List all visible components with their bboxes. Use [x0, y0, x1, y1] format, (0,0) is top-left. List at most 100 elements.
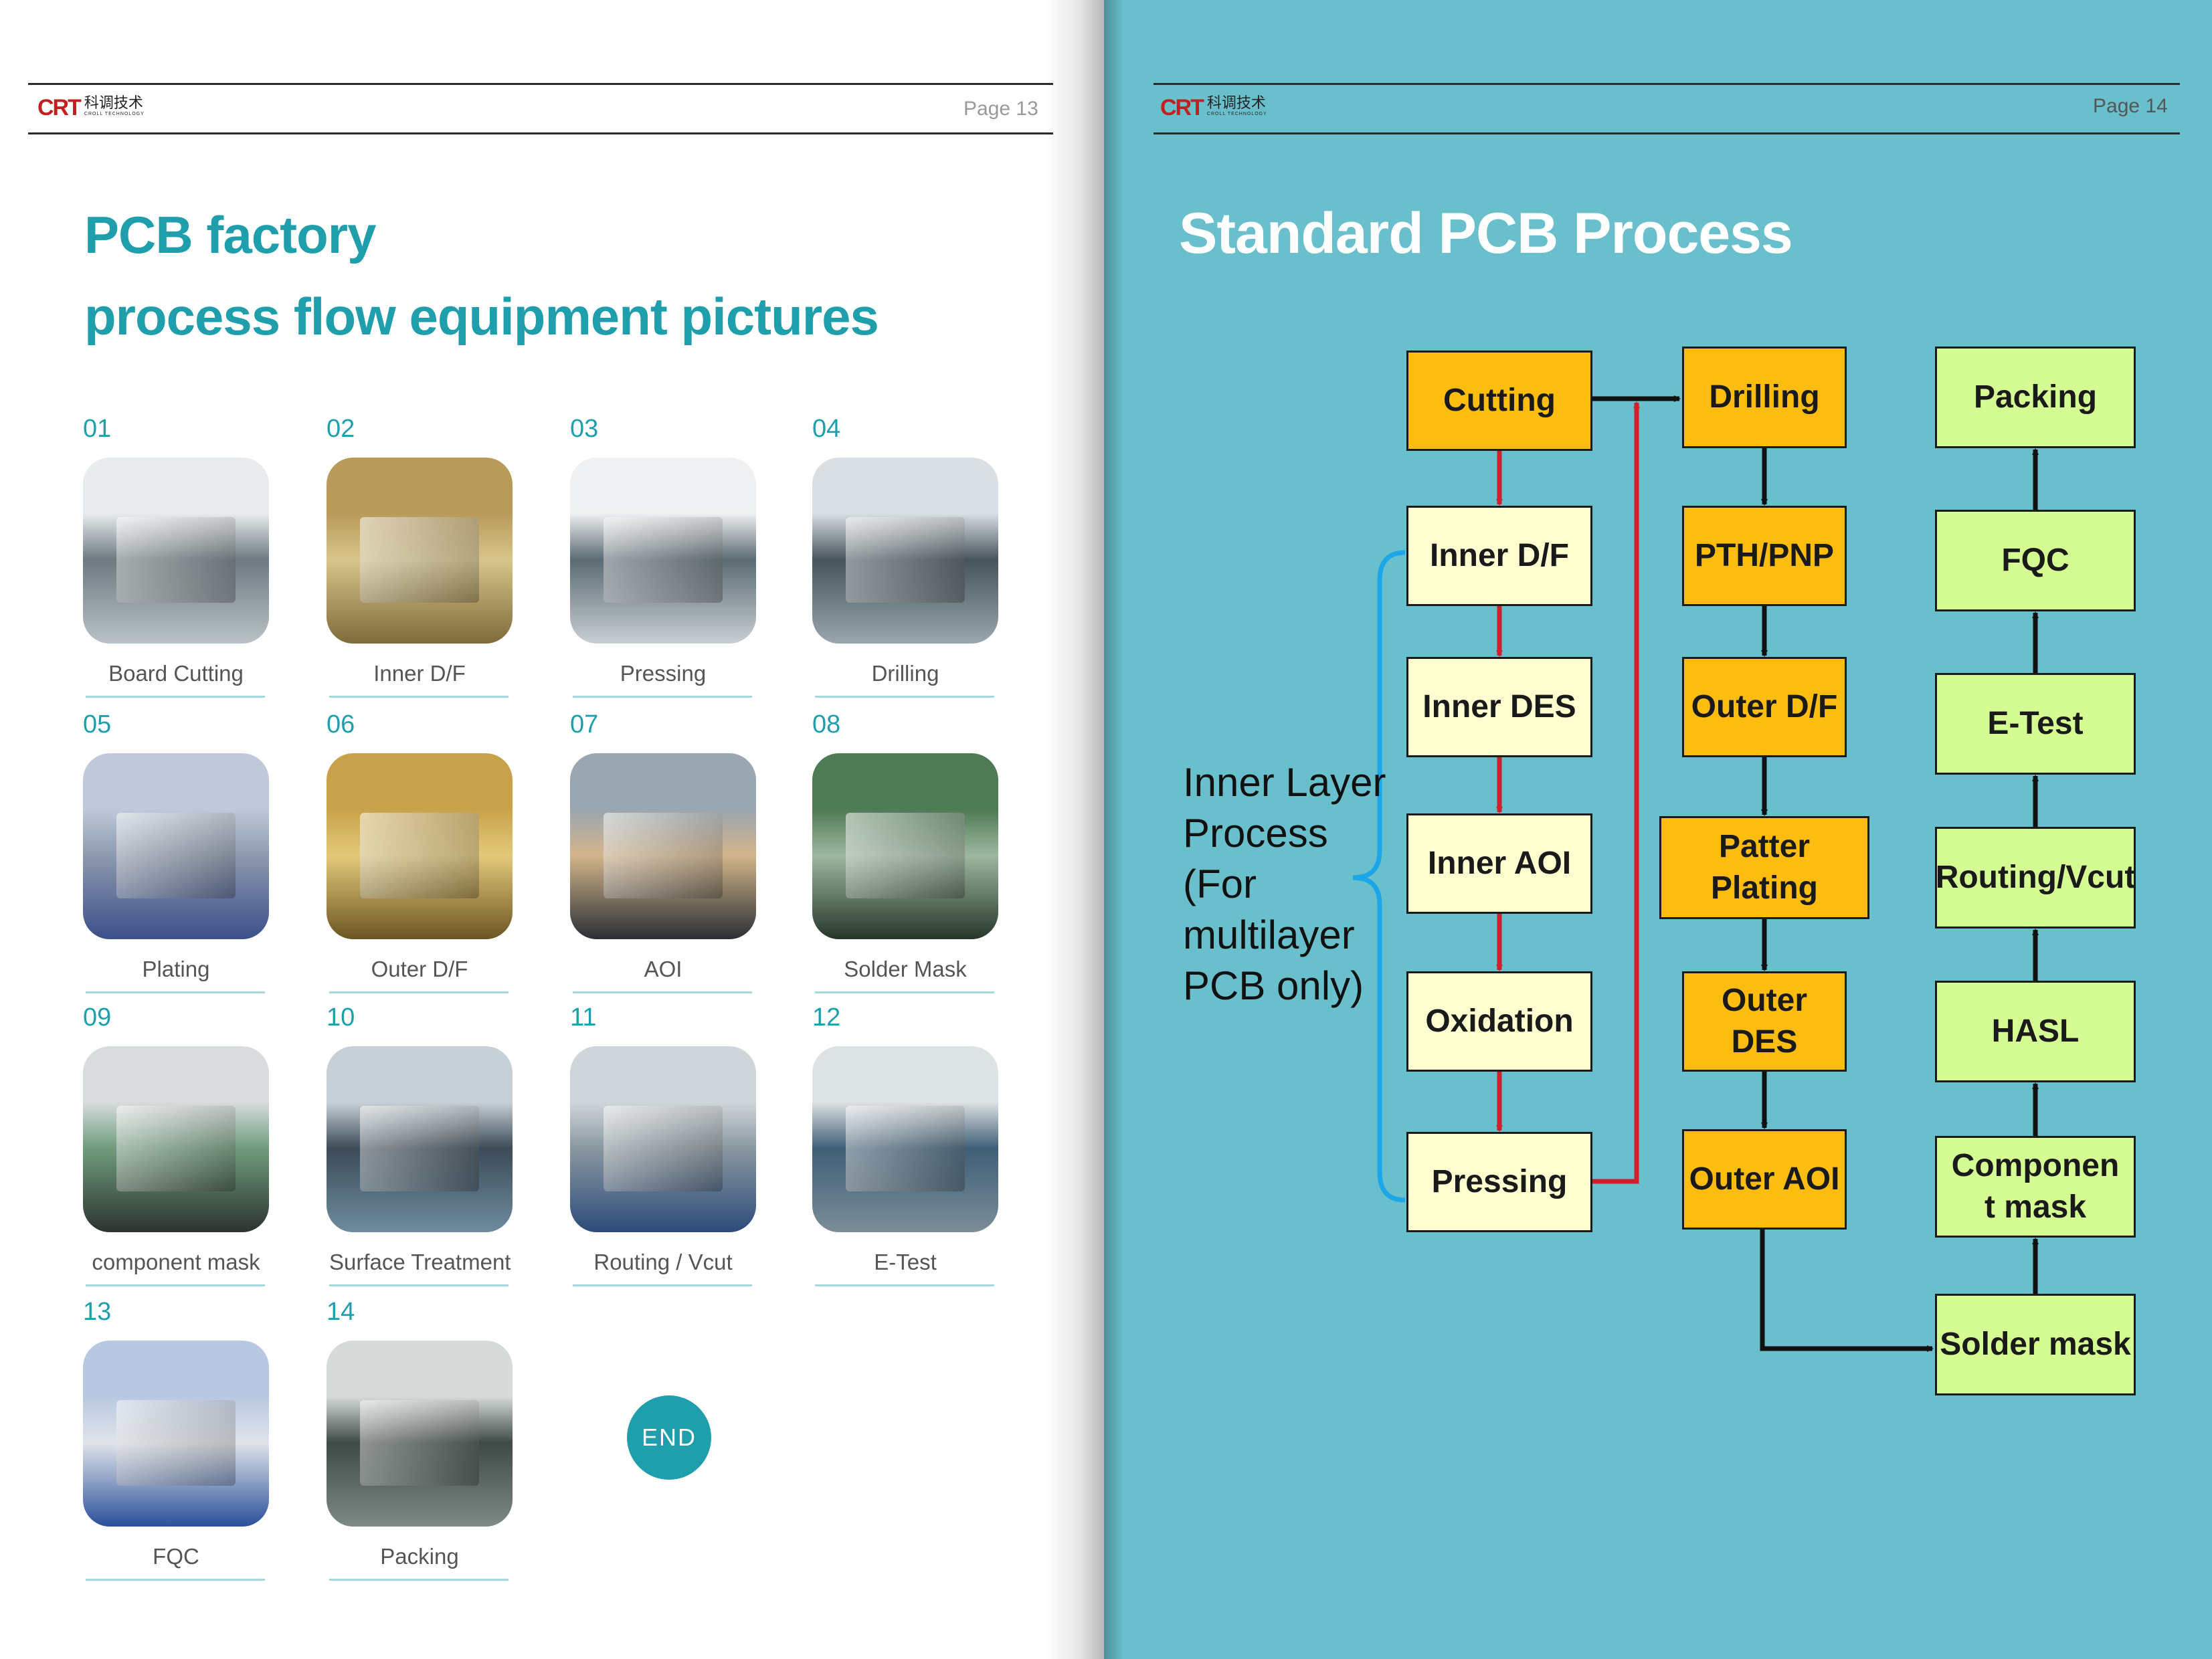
equipment-photo[interactable] [812, 458, 998, 644]
page-number-right: Page 14 [2093, 95, 2168, 117]
photo-machine-shape [360, 812, 479, 898]
photo-machine-shape [116, 812, 236, 898]
equipment-photo[interactable] [83, 1046, 269, 1232]
flow-title: Standard PCB Process [1179, 201, 1793, 266]
logo-mark: CRT [37, 95, 82, 120]
photo-machine-shape [360, 1399, 479, 1486]
item-number: 04 [812, 415, 841, 443]
flow-box-col1: Inner D/F [1406, 506, 1592, 606]
page-number-left: Page 13 [963, 98, 1038, 120]
equipment-photo[interactable] [570, 753, 756, 939]
caption-underline [815, 696, 994, 698]
photo-machine-shape [116, 1105, 236, 1191]
item-number: 06 [327, 710, 355, 739]
caption-underline [815, 1284, 994, 1286]
photo-machine-shape [360, 1105, 479, 1191]
logo-en-right: CROLL TECHNOLOGY [1206, 112, 1267, 116]
equipment-photo[interactable] [570, 1046, 756, 1232]
flow-box-col3: E-Test [1935, 673, 2136, 775]
caption-underline [86, 696, 265, 698]
flow-box-col1: Pressing [1406, 1132, 1592, 1232]
item-caption: FQC [153, 1544, 199, 1569]
equipment-photo[interactable] [812, 753, 998, 939]
photo-machine-shape [604, 812, 723, 898]
item-number: 05 [83, 710, 112, 739]
flow-box-col3: HASL [1935, 981, 2136, 1082]
caption-underline [86, 1579, 265, 1581]
equipment-photo[interactable] [327, 1046, 513, 1232]
logo-cn: 科调技术 [84, 95, 143, 112]
logo-cn-right: 科调技术 [1206, 95, 1266, 112]
equipment-photo[interactable] [83, 458, 269, 644]
item-caption: Inner D/F [373, 661, 466, 686]
logo-right: CRT 科调技术 CROLL TECHNOLOGY [1160, 95, 1267, 120]
item-number: 08 [812, 710, 841, 739]
flow-box-col1: Inner DES [1406, 657, 1592, 757]
caption-underline [329, 1284, 509, 1286]
caption-underline [329, 1579, 509, 1581]
equipment-photo[interactable] [570, 458, 756, 644]
equipment-photo[interactable] [327, 753, 513, 939]
item-caption: Board Cutting [108, 661, 244, 686]
header-rule-bottom [28, 132, 1053, 134]
caption-underline [329, 991, 509, 993]
flow-box-col1: Oxidation [1406, 971, 1592, 1072]
flow-box-col2: Patter Plating [1659, 816, 1869, 919]
item-caption: Packing [380, 1544, 459, 1569]
flow-box-col2: PTH/PNP [1682, 506, 1847, 606]
caption-underline [86, 1284, 265, 1286]
equipment-photo[interactable] [83, 1341, 269, 1527]
item-caption: E-Test [874, 1250, 937, 1274]
photo-machine-shape [360, 516, 479, 603]
item-number: 14 [327, 1298, 355, 1326]
item-caption: Pressing [620, 661, 707, 686]
header-rule-top [28, 83, 1053, 85]
caption-underline [573, 991, 752, 993]
caption-underline [329, 696, 509, 698]
caption-underline [86, 991, 265, 993]
equipment-photo[interactable] [327, 458, 513, 644]
item-caption: Surface Treatment [329, 1250, 511, 1274]
header-rule-top-right [1154, 83, 2180, 85]
flow-box-col2: Outer AOI [1682, 1129, 1847, 1230]
flow-box-col1: Cutting [1406, 351, 1592, 451]
logo-mark-right: CRT [1160, 95, 1204, 120]
page-title-line2: process flow equipment pictures [84, 287, 879, 346]
caption-underline [573, 696, 752, 698]
flow-arrow [1592, 401, 1640, 1184]
item-number: 12 [812, 1003, 841, 1032]
left-page: CRT 科调技术 CROLL TECHNOLOGY Page 13 PCB fa… [0, 0, 1104, 1659]
photo-machine-shape [604, 516, 723, 603]
item-caption: Plating [142, 957, 210, 981]
item-number: 03 [570, 415, 599, 443]
flow-box-col3: Packing [1935, 347, 2136, 448]
header-rule-bottom-right [1154, 132, 2180, 134]
photo-machine-shape [846, 812, 965, 898]
flow-box-col2: Outer DES [1682, 971, 1847, 1072]
item-number: 13 [83, 1298, 112, 1326]
photo-machine-shape [604, 1105, 723, 1191]
item-caption: component mask [92, 1250, 260, 1274]
flow-box-col3: Solder mask [1935, 1294, 2136, 1395]
inner-layer-bracket [1352, 550, 1406, 1203]
end-button[interactable]: END [627, 1395, 711, 1480]
equipment-photo[interactable] [812, 1046, 998, 1232]
flow-box-col3: Routing/Vcut [1935, 827, 2136, 929]
book-spine-shadow-right [1104, 0, 1124, 1659]
item-number: 02 [327, 415, 355, 443]
item-number: 07 [570, 710, 599, 739]
caption-underline [573, 1284, 752, 1286]
equipment-photo[interactable] [327, 1341, 513, 1527]
item-caption: AOI [644, 957, 682, 981]
equipment-photo[interactable] [83, 753, 269, 939]
item-number: 10 [327, 1003, 355, 1032]
flow-box-col2: Outer D/F [1682, 657, 1847, 757]
inner-layer-label: Inner Layer Process (For multilayer PCB … [1183, 760, 1386, 1008]
logo-en: CROLL TECHNOLOGY [84, 112, 145, 116]
flow-arrow [1760, 1230, 1934, 1352]
flow-box-col3: FQC [1935, 510, 2136, 611]
flow-box-col1: Inner AOI [1406, 813, 1592, 914]
page-title-line1: PCB factory [84, 205, 376, 264]
flow-box-col3: Componen t mask [1935, 1136, 2136, 1238]
